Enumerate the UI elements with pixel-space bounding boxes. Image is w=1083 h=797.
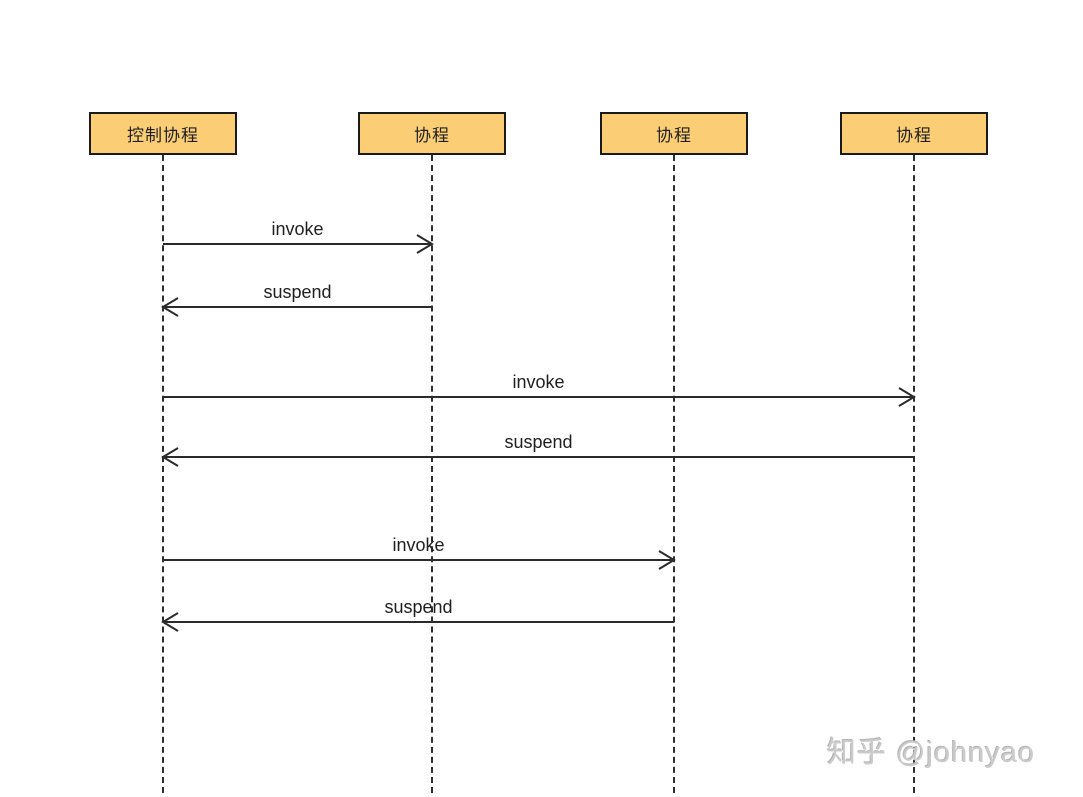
arrowhead-icon: [161, 612, 179, 632]
message-label-suspend-5: suspend: [384, 597, 453, 617]
arrowhead-icon: [161, 447, 179, 467]
message-label-invoke-4: invoke: [392, 535, 445, 555]
message-line-suspend-5: [163, 621, 674, 623]
arrowhead-icon: [416, 234, 434, 254]
lifeline-coroutine-1: [431, 155, 433, 793]
message-label-suspend-1: suspend: [263, 282, 332, 302]
actor-box-coroutine-3: 协程: [840, 112, 988, 155]
message-label-invoke-0: invoke: [271, 219, 324, 239]
message-line-invoke-4: [163, 559, 674, 561]
actor-box-coroutine-1: 协程: [358, 112, 506, 155]
actor-box-controller: 控制协程: [89, 112, 237, 155]
message-line-invoke-0: [163, 243, 432, 245]
message-line-suspend-3: [163, 456, 914, 458]
watermark-text: 知乎 @johnyao: [827, 737, 1036, 769]
lifeline-coroutine-2: [673, 155, 675, 793]
message-line-invoke-2: [163, 396, 914, 398]
actor-box-coroutine-2: 协程: [600, 112, 748, 155]
arrowhead-icon: [658, 550, 676, 570]
message-label-invoke-2: invoke: [512, 372, 565, 392]
message-label-suspend-3: suspend: [504, 432, 573, 452]
watermark: 知乎 @johnyao: [827, 729, 1035, 771]
arrowhead-icon: [161, 297, 179, 317]
lifeline-coroutine-3: [913, 155, 915, 793]
message-line-suspend-1: [163, 306, 432, 308]
arrowhead-icon: [898, 387, 916, 407]
lifeline-controller: [162, 155, 164, 793]
